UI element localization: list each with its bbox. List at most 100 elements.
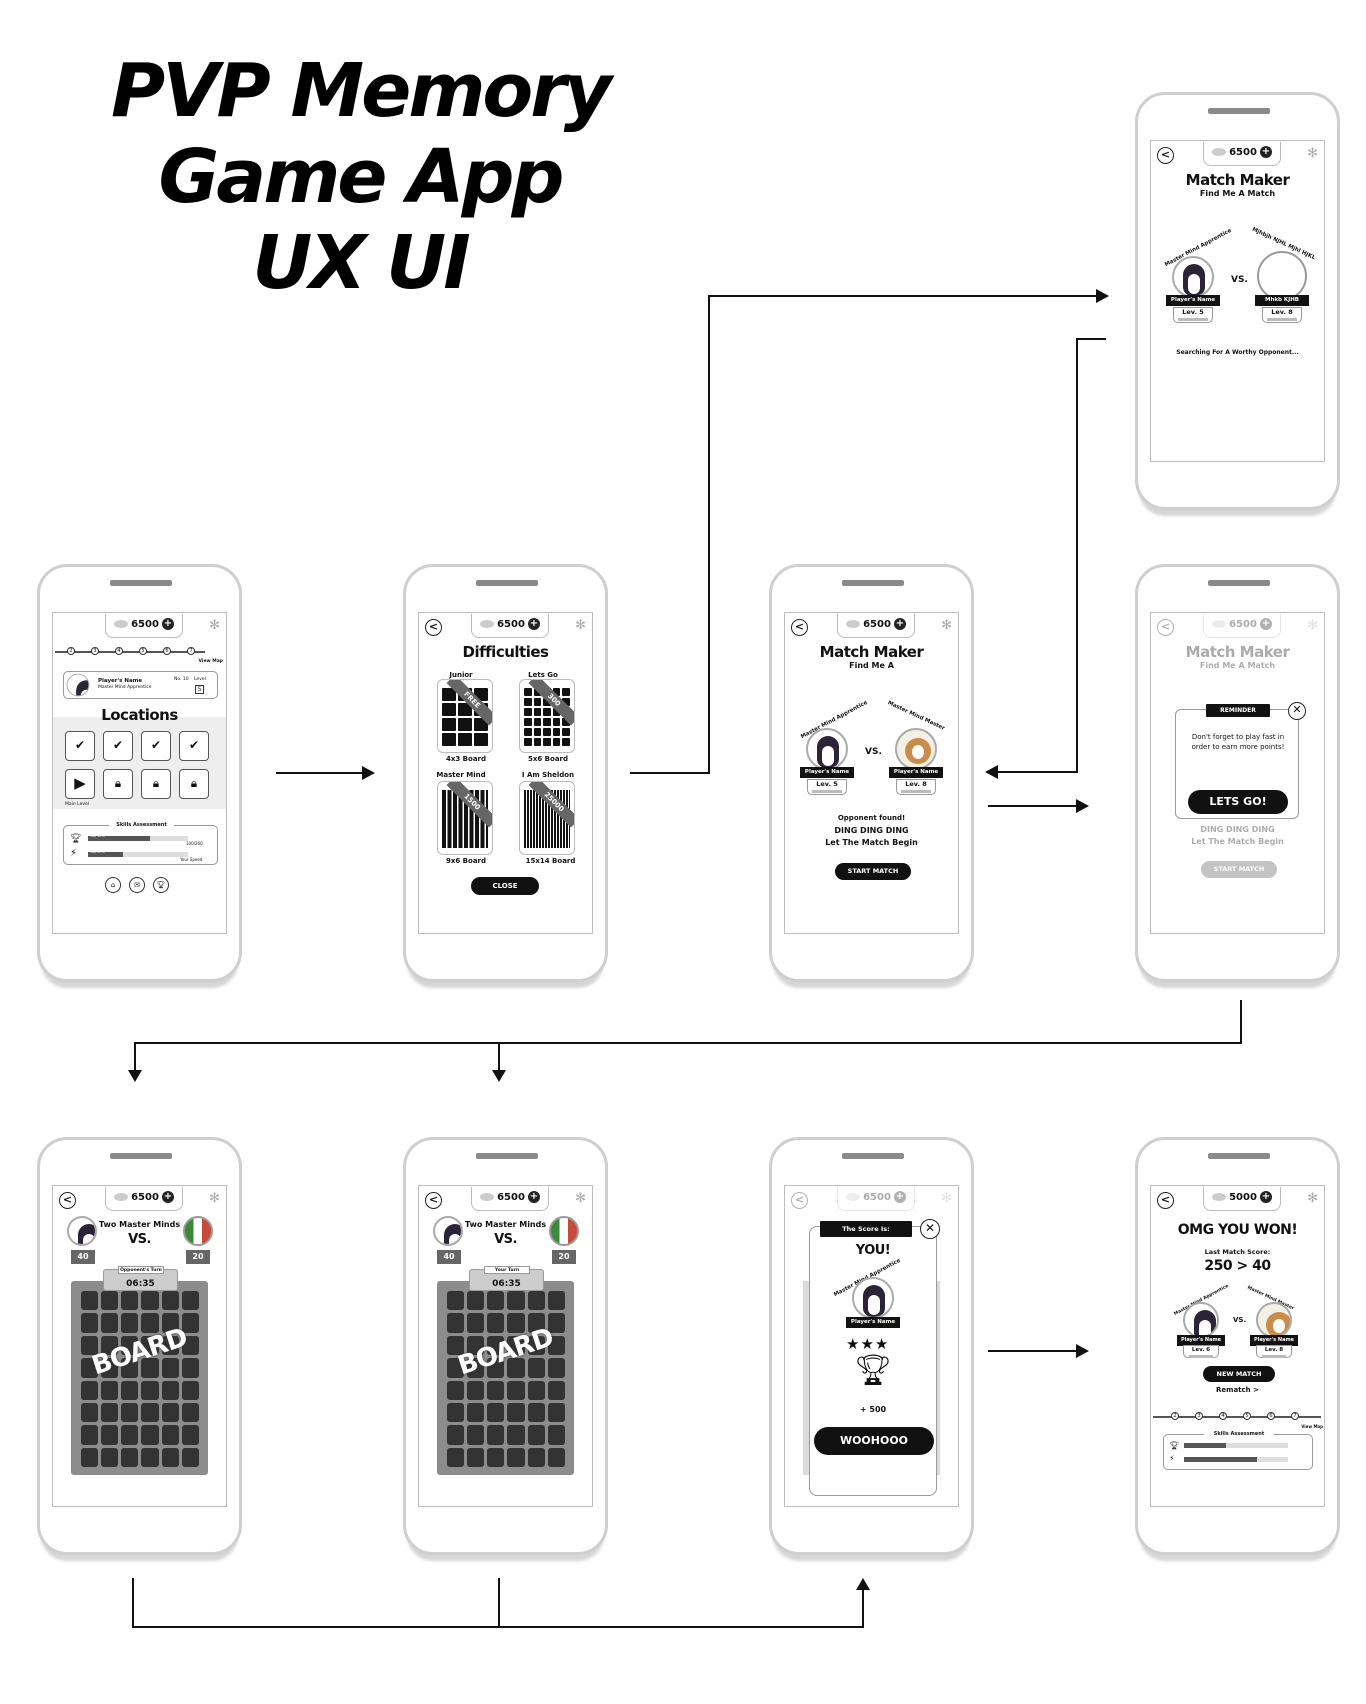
match-maker-title: Match Maker [1185,171,1290,189]
location-tile-completed[interactable]: ✔ [65,731,95,761]
add-coins-icon[interactable]: + [161,618,174,630]
shop-icon[interactable]: ⌂ [105,877,121,893]
chat-icon[interactable]: ✉ [129,877,145,893]
close-icon[interactable]: ✕ [920,1219,940,1239]
skills-title: Skills Assessment [1204,1431,1274,1437]
view-map-link[interactable]: View Map [198,659,223,664]
difficulty-card-master-mind[interactable]: 1500 [437,781,493,855]
locations-title: Locations [101,706,178,724]
gear-icon[interactable]: ✻ [1307,1191,1318,1206]
level-node[interactable]: 6 [163,647,171,655]
back-icon[interactable]: < [425,1192,442,1209]
add-coins-icon[interactable]: + [527,618,540,630]
back-icon[interactable]: < [1157,147,1174,164]
arrow-horizontal [132,1626,864,1628]
lock-icon[interactable]: 🔒︎ [141,769,171,799]
level-node[interactable]: 4 [115,647,123,655]
play-icon[interactable]: ▶ [65,769,95,799]
level-node[interactable]: 3 [91,647,99,655]
arrowhead-right [362,766,375,780]
add-coins-icon[interactable]: + [893,618,906,630]
gear-icon[interactable]: ✻ [575,618,586,633]
back-icon[interactable]: < [59,1192,76,1209]
woohooo-button[interactable]: WOOHOOO [814,1427,934,1455]
player-name-banner: Player's Name [800,767,854,778]
difficulties-title: Difficulties [462,643,549,661]
coin-balance[interactable]: 6500+ [1203,142,1281,166]
difficulty-card-lets-go[interactable]: 300 [519,679,575,753]
level-node[interactable]: 4 [1219,1412,1227,1420]
location-tile-completed[interactable]: ✔ [141,731,171,761]
difficulty-card-sheldon[interactable]: 25000 [519,781,575,855]
game-board[interactable]: BOARD [71,1281,208,1475]
phone-speaker [476,1153,538,1159]
start-match-button[interactable]: START MATCH [835,863,911,880]
difficulty-name: Junior [449,671,473,679]
gear-icon[interactable]: ✻ [941,1191,952,1206]
arrow-vertical [862,1590,864,1628]
phone-match-found: < 6500+ ✻ Match Maker Find Me A Master M… [769,564,974,982]
coin-icon [846,620,861,628]
speed-bar [1184,1457,1288,1462]
difficulty-card-junior[interactable]: FREE [437,679,493,753]
gear-icon[interactable]: ✻ [575,1191,586,1206]
opponent-avatar-placeholder [1257,251,1307,301]
difficulty-name: Lets Go [528,671,558,679]
arrow-score-to-won [988,1350,1078,1352]
top-label-2: Top 30% [90,850,105,854]
level-node[interactable]: 5 [139,647,147,655]
header: < 6500+ ✻ [1151,613,1324,641]
back-icon[interactable]: < [791,619,808,636]
location-tile-completed[interactable]: ✔ [179,731,209,761]
coin-balance[interactable]: 6500+ [837,614,915,638]
level-node[interactable]: 3 [1195,1412,1203,1420]
lock-icon[interactable]: 🔒︎ [179,769,209,799]
gear-icon[interactable]: ✻ [941,618,952,633]
coin-balance[interactable]: 6500+ [1203,614,1281,638]
last-score: 250 > 40 [1204,1258,1271,1274]
add-coins-icon[interactable]: + [1259,618,1272,630]
lock-icon[interactable]: 🔒︎ [103,769,133,799]
coin-balance[interactable]: 6500+ [837,1187,915,1211]
gear-icon[interactable]: ✻ [209,618,220,633]
player-card[interactable]: Player's Name Master Mind Apprentice No.… [63,671,218,699]
add-coins-icon[interactable]: + [1259,146,1272,158]
level-node[interactable]: 2 [1171,1412,1179,1420]
start-match-button[interactable]: START MATCH [1201,861,1277,878]
level-node[interactable]: 7 [187,647,195,655]
coin-balance[interactable]: 6500+ [471,614,549,638]
close-icon[interactable]: ✕ [1288,702,1306,720]
add-coins-icon[interactable]: + [161,1191,174,1203]
level-value: 5 [195,685,204,694]
level-node[interactable]: 2 [67,647,75,655]
close-button[interactable]: CLOSE [471,877,539,895]
game-screen: < 6500+ ✻ Two Master Minds VS. 40 20 BOA… [418,1185,593,1507]
coin-balance[interactable]: 6500+ [471,1187,549,1211]
lets-go-button[interactable]: LETS GO! [1188,790,1288,814]
level-node[interactable]: 6 [1267,1412,1275,1420]
add-coins-icon[interactable]: + [1259,1191,1272,1203]
gear-icon[interactable]: ✻ [209,1191,220,1206]
view-map-link[interactable]: View Map [1301,1424,1323,1429]
arrow-difficulties-to-search [630,772,710,774]
location-tile-completed[interactable]: ✔ [103,731,133,761]
coin-balance[interactable]: 6500+ [105,1187,183,1211]
gear-icon[interactable]: ✻ [1307,146,1318,161]
game-board[interactable]: BOARD [437,1281,574,1475]
rematch-link[interactable]: Rematch > [1216,1386,1259,1394]
back-icon[interactable]: < [791,1192,808,1209]
add-coins-icon[interactable]: + [893,1191,906,1203]
level-node[interactable]: 7 [1291,1412,1299,1420]
back-icon[interactable]: < [1157,619,1174,636]
difficulties-screen: < 6500+ ✻ Difficulties Junior FREE 4x3 B… [418,612,593,934]
trophy-icon[interactable]: 🏆︎ [153,877,169,893]
new-match-button[interactable]: NEW MATCH [1203,1366,1275,1382]
gear-icon[interactable]: ✻ [1307,618,1318,633]
back-icon[interactable]: < [425,619,442,636]
coin-balance[interactable]: 6500+ [105,614,183,638]
coin-balance[interactable]: 5000+ [1203,1187,1281,1211]
add-coins-icon[interactable]: + [527,1191,540,1203]
level-node[interactable]: 5 [1243,1412,1251,1420]
vs-label: VS. [1233,1316,1247,1324]
back-icon[interactable]: < [1157,1192,1174,1209]
